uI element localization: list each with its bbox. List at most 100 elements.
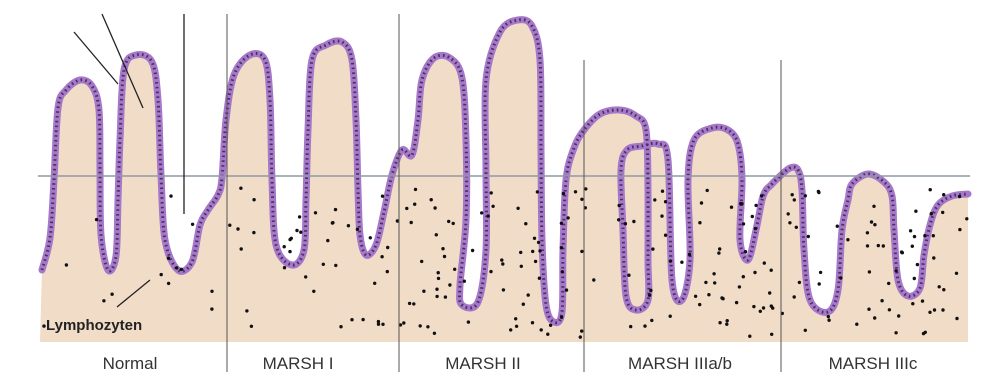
- lymphocyte-dot: [770, 333, 773, 336]
- lymphocyte-dot: [561, 270, 564, 273]
- lymphocyte-dot: [175, 266, 178, 269]
- lymphocyte-dot: [817, 190, 820, 193]
- lymphocyte-dot: [827, 319, 830, 322]
- lymphocyte-dot: [580, 250, 583, 253]
- lymphocyte-dot: [793, 198, 796, 201]
- lymphocyte-dot: [911, 302, 914, 305]
- lymphocyte-dot: [433, 206, 436, 209]
- lymphocyte-dot: [941, 211, 944, 214]
- lymphocyte-dot: [480, 211, 483, 214]
- lymphocyte-dot: [738, 285, 741, 288]
- lymphocyte-dot: [546, 333, 549, 336]
- lymphocyte-dot: [870, 220, 873, 223]
- lymphocyte-dot: [540, 328, 543, 331]
- lymphocyte-dot: [536, 190, 539, 193]
- lymphocyte-dot: [718, 321, 721, 324]
- lymphocyte-dot: [900, 250, 903, 253]
- lymphocyte-dot: [922, 332, 925, 335]
- lymphocyte-dot: [632, 220, 635, 223]
- lymphocyte-dot: [160, 273, 163, 276]
- lymphocyte-dot: [314, 211, 317, 214]
- lymphocyte-dot: [911, 245, 914, 248]
- lymphocyte-dot: [704, 281, 707, 284]
- lymphocyte-dot: [887, 282, 890, 285]
- lymphocyte-dot: [250, 325, 253, 328]
- lymphocyte-dot: [65, 263, 68, 266]
- lymphocyte-dot: [909, 229, 912, 232]
- lymphocyte-dot: [819, 271, 822, 274]
- lymphocyte-dot: [740, 202, 743, 205]
- lymphocyte-dot: [839, 276, 842, 279]
- stage-label-marsh-3c: MARSH IIIc: [829, 354, 918, 373]
- lymphocyte-dot: [827, 315, 830, 318]
- lymphocyte-dot: [433, 332, 436, 335]
- lymphocyte-dot: [210, 307, 213, 310]
- lymphocyte-dot: [102, 299, 105, 302]
- lymphocyte-dot: [804, 329, 807, 332]
- pointer-line: [74, 32, 118, 84]
- lymphocyte-dot: [110, 293, 113, 296]
- lymphocyte-dot: [660, 214, 663, 217]
- lymphocyte-dot: [694, 295, 697, 298]
- lymphocyte-dot: [649, 289, 652, 292]
- lymphocyte-dot: [872, 205, 875, 208]
- lymphocyte-dot: [447, 220, 450, 223]
- lymphocyte-dot: [650, 319, 653, 322]
- lymphocyte-dot: [929, 188, 932, 191]
- lymphocyte-dot: [491, 205, 494, 208]
- lymphocyte-dot: [520, 265, 523, 268]
- stage-label-normal: Normal: [103, 354, 158, 373]
- lymphocyte-dot: [921, 299, 924, 302]
- lymphocyte-dot: [770, 269, 773, 272]
- lymphocyte-dot: [562, 192, 565, 195]
- lymphocyte-dot: [712, 272, 715, 275]
- lymphocyte-dot: [538, 249, 541, 252]
- lymphocyte-dot: [867, 308, 870, 311]
- lymphocyte-dot: [522, 303, 525, 306]
- lymphocyte-dot: [868, 270, 871, 273]
- lymphocyte-dot: [651, 247, 654, 250]
- lymphocyte-dot: [405, 207, 408, 210]
- lymphocyte-dot: [580, 198, 583, 201]
- lymphocyte-dot: [501, 262, 504, 265]
- lymphocyte-dot: [897, 314, 900, 317]
- lymphocyte-dot: [487, 214, 490, 217]
- lymphocyte-dot: [452, 222, 455, 225]
- lymphocyte-dot: [560, 246, 563, 249]
- lymphocyte-dot: [413, 203, 416, 206]
- lymphocyte-dot: [339, 325, 342, 328]
- lymphocyte-dot: [386, 270, 389, 273]
- lymphocyte-dot: [298, 215, 301, 218]
- lymphocyte-dot: [412, 302, 415, 305]
- lymphocyte-dot: [930, 212, 933, 215]
- lymphocyte-dot: [356, 228, 359, 231]
- lymphocyte-dot: [236, 227, 239, 230]
- lymphocyte-dot: [648, 294, 651, 297]
- lymphocyte-dot: [793, 295, 796, 298]
- lymphocyte-dot: [453, 268, 456, 271]
- lymphocyte-dot: [669, 259, 672, 262]
- lymphocyte-dot: [361, 318, 364, 321]
- lymphocyte-dot: [713, 281, 716, 284]
- lymphocyte-dot: [720, 296, 723, 299]
- lymphocyte-dot: [643, 324, 646, 327]
- lymphocyte-dot: [334, 264, 337, 267]
- lymphocyte-dot: [252, 231, 255, 234]
- top-crop-mask-left: [0, 0, 226, 12]
- lymphocyte-dot: [283, 266, 286, 269]
- lymphocyte-dot: [489, 270, 492, 273]
- lymphocyte-dot: [770, 304, 773, 307]
- lymphocyte-dot: [706, 189, 709, 192]
- lymphocyte-dot: [402, 321, 405, 324]
- lymphocyte-dot: [928, 311, 931, 314]
- lymphocyte-dot: [534, 260, 537, 263]
- lymphocyte-dot: [855, 323, 858, 326]
- lymphocyte-dot: [916, 263, 919, 266]
- lymphocyte-dot: [754, 204, 757, 207]
- lymphocyte-dot: [369, 236, 372, 239]
- lymphocyte-dot: [751, 215, 754, 218]
- lymphocyte-dot: [381, 323, 384, 326]
- lymphocyte-dot: [759, 310, 762, 313]
- lymphocyte-dot: [752, 305, 755, 308]
- lymphocyte-dot: [877, 244, 880, 247]
